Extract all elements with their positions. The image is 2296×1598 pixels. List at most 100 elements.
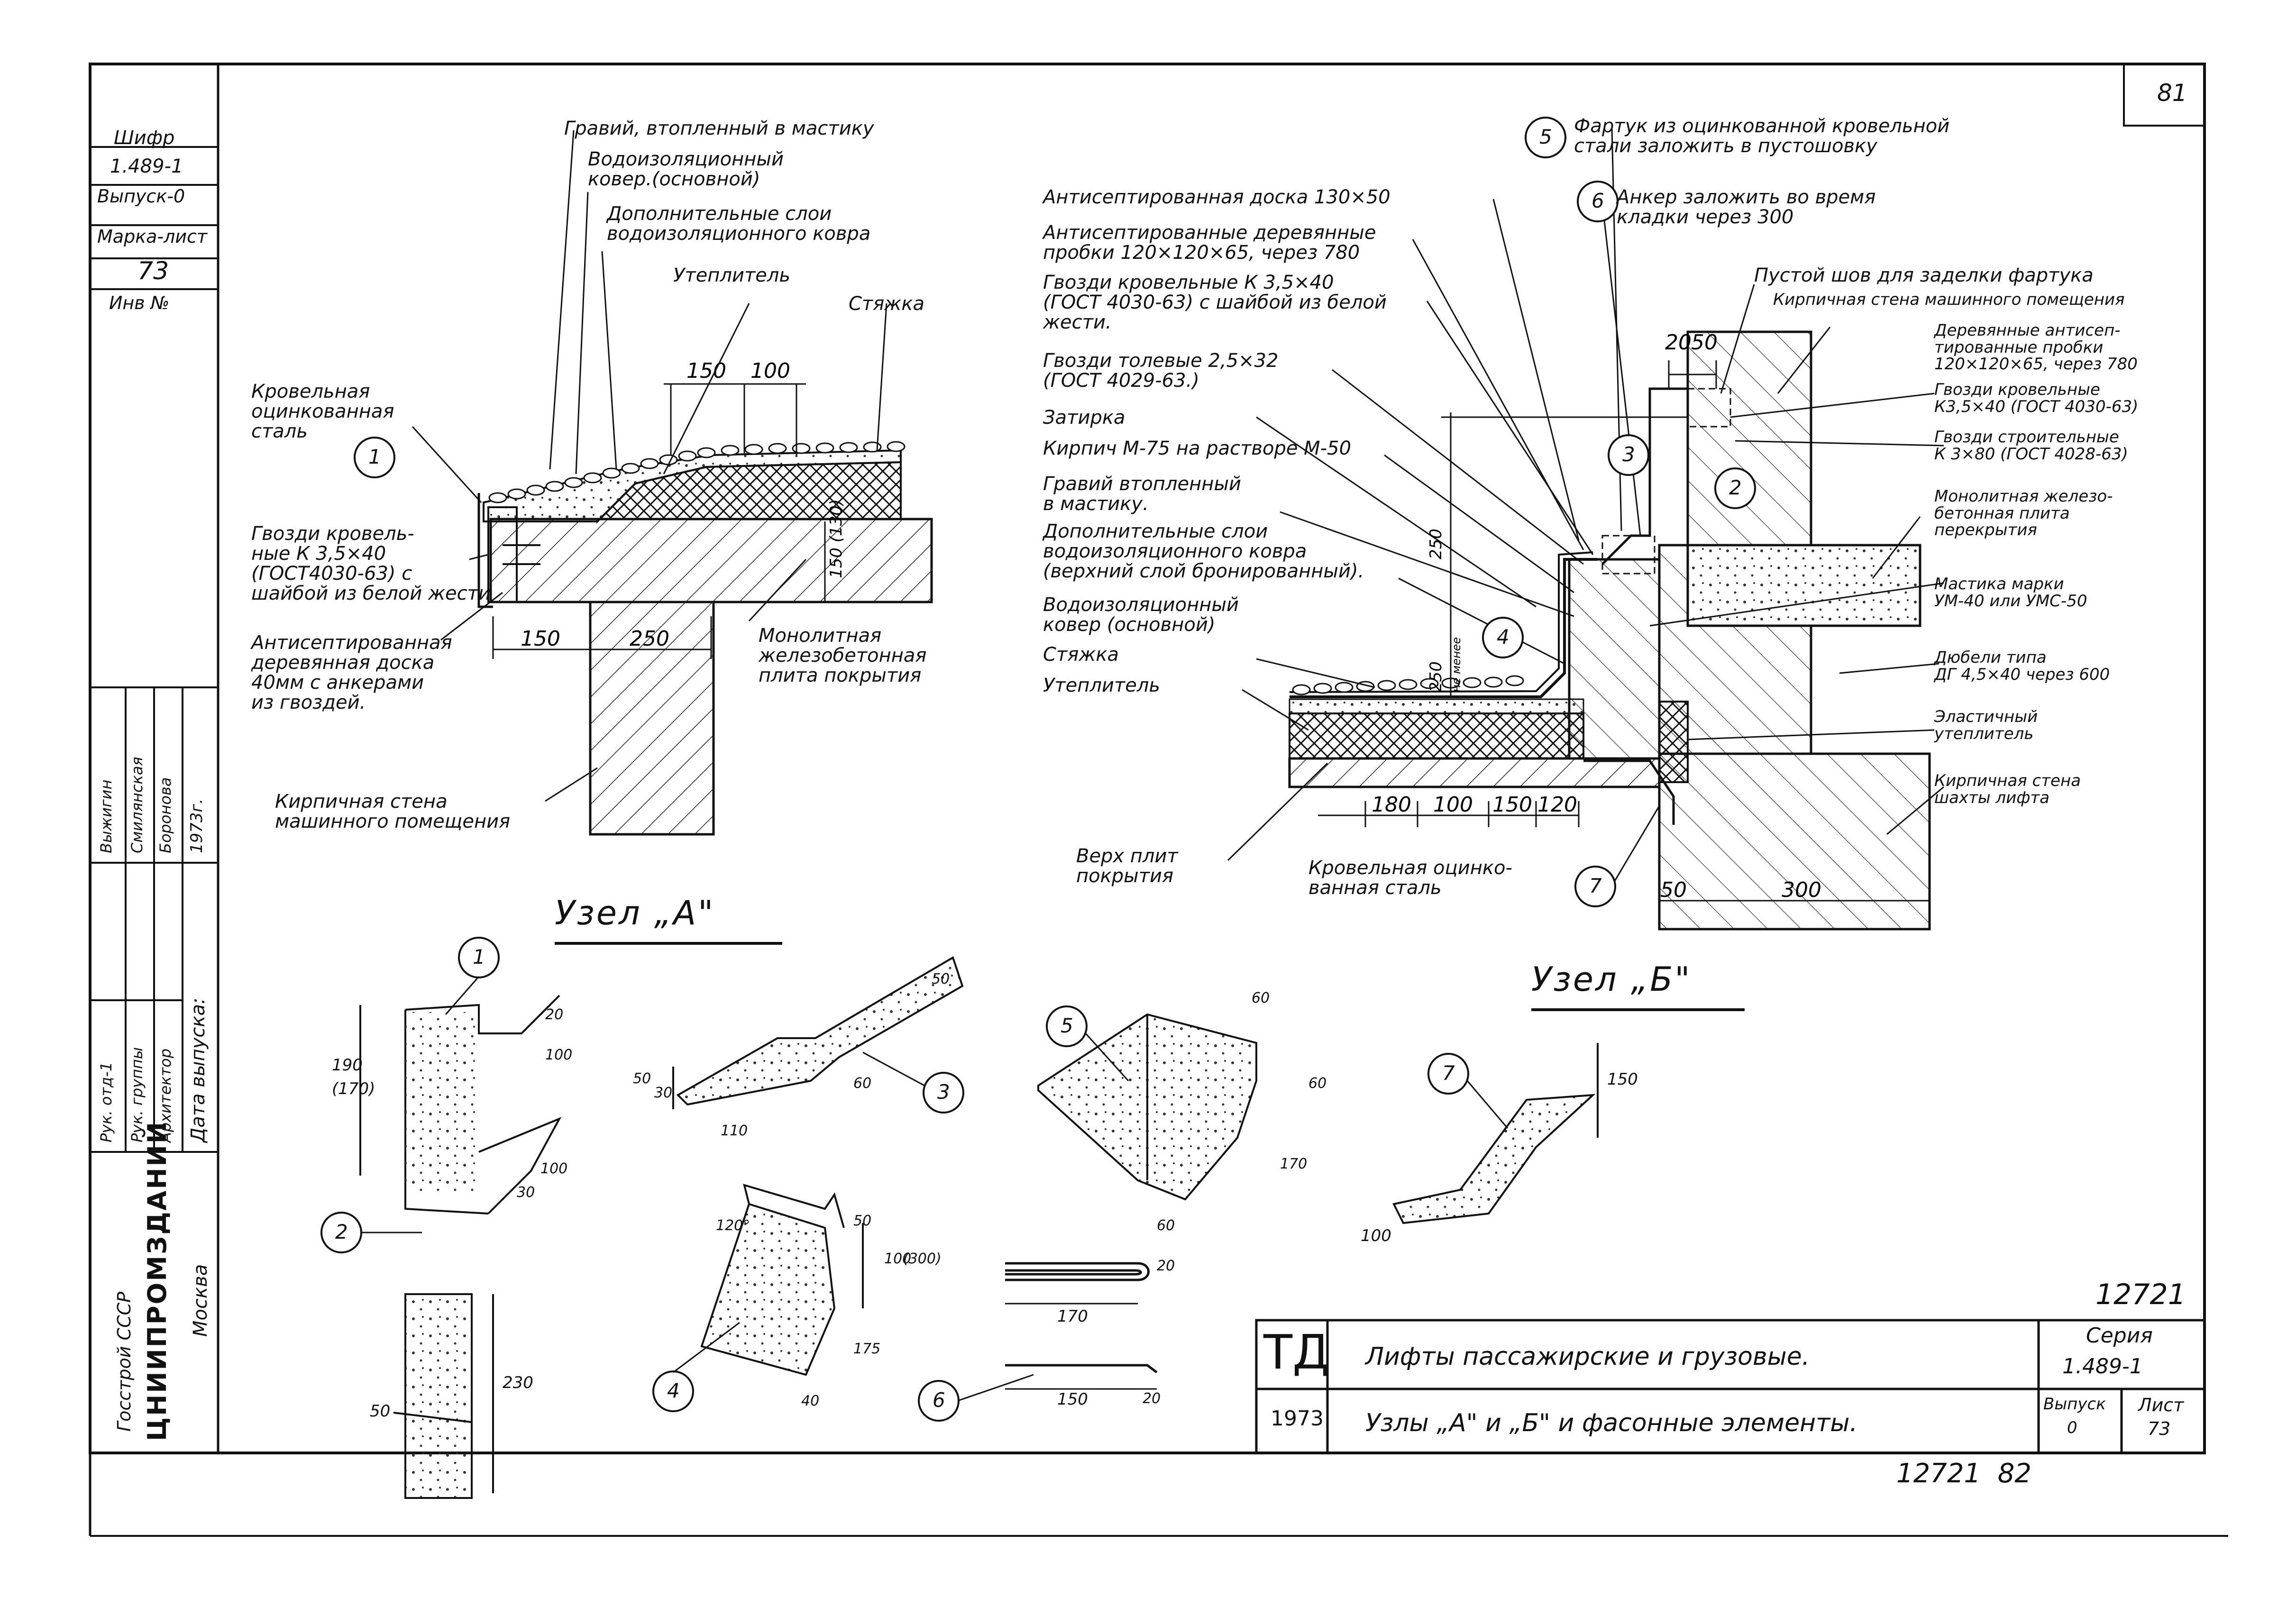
e4-dim-100: 100 <box>884 1251 912 1267</box>
callout-6-node-b: 6 <box>1592 189 1604 212</box>
stamp-date-label: Дата выпуска: <box>187 997 209 1142</box>
node-a-slab-label: Монолитная железобетонная плита покрытия <box>759 625 927 686</box>
e3-dim-30: 30 <box>654 1085 673 1101</box>
stamp-marka-value: 73 <box>137 257 169 285</box>
element-2-drawing <box>393 1293 494 1499</box>
e1-dim-30: 30 <box>517 1184 535 1201</box>
node-a-extra-label: Дополнительные слои водоизоляционного ко… <box>607 203 871 245</box>
node-b-drawing: 20 50 250 250 не менее 180 100 150 120 5… <box>1227 128 1944 931</box>
stamp-vypusk: Выпуск-0 <box>97 186 185 207</box>
e4-dim-40: 40 <box>801 1393 820 1409</box>
e3-dim-50b: 50 <box>633 1070 651 1087</box>
e5-dim-60c: 60 <box>1157 1217 1175 1234</box>
element-4-drawing <box>700 1184 864 1376</box>
node-b-nails-build-label: Гвозди строительные К 3×80 (ГОСТ 4028-63… <box>1934 428 2128 464</box>
title-list-value: 73 <box>2148 1418 2171 1439</box>
e1-dim-170: (170) <box>332 1079 375 1098</box>
title-year: 1973 <box>1271 1406 1324 1431</box>
node-a-wall-label: Кирпичная стена машинного помещения <box>275 791 511 832</box>
node-a-steel-label: Кровельная оцинкованная сталь <box>251 381 394 442</box>
e3-dim-50a: 50 <box>932 971 950 987</box>
e4-dim-50: 50 <box>853 1213 872 1229</box>
stamp-marka-label: Марка-лист <box>97 226 208 247</box>
node-b-carpet-label: Водоизоляционный ковер (основной) <box>1043 594 1239 636</box>
node-b-dim: 150 <box>1492 793 1532 817</box>
node-b-wall-shaft-label: Кирпичная стена шахты лифта <box>1934 771 2081 807</box>
e5-dim-60a: 60 <box>1252 990 1270 1006</box>
node-a-dim: 150 (130) <box>827 499 846 578</box>
stamp-role-1: Рук. отд-1 <box>97 1061 115 1142</box>
node-a-dim: 100 <box>750 359 790 383</box>
stamp-role-3: Архитектор <box>156 1048 174 1142</box>
callout-2-node-b: 2 <box>1729 476 1742 499</box>
node-b-brick-label: Кирпич М-75 на растворе М-50 <box>1043 438 1352 459</box>
node-b-screed-label: Стяжка <box>1043 644 1119 666</box>
stamp-name-2: Смилянская <box>128 757 146 853</box>
element-1-drawing <box>359 995 562 1214</box>
element-5-drawing <box>1037 1013 1257 1201</box>
node-b-board-label: Антисептированная доска 130×50 <box>1043 186 1390 208</box>
title-line-1: Лифты пассажирские и грузовые. <box>1365 1342 1810 1371</box>
node-b-nails-r-label: Гвозди кровельные К3,5×40 (ГОСТ 4030-63) <box>1934 380 2139 416</box>
node-a-drawing: 150 100 150 250 150 (130) <box>412 130 933 836</box>
node-b-dim: 120 <box>1537 793 1577 817</box>
callout-1-node-a: 1 <box>368 445 381 468</box>
node-b-dim: 50 <box>1691 330 1718 355</box>
e6a-dim-20: 20 <box>1157 1258 1175 1274</box>
node-a-board-label: Антисептированная деревянная доска 40мм … <box>251 632 452 713</box>
e7-dim-150: 150 <box>1607 1070 1638 1089</box>
callouts <box>320 117 1756 1422</box>
title-vypusk-value: 0 <box>2067 1418 2077 1437</box>
node-b-slab-r-label: Монолитная железо- бетонная плита перекр… <box>1934 487 2113 540</box>
node-b-plugs-r-label: Деревянные антисеп- тированные пробки 12… <box>1934 321 2138 374</box>
node-a-dim: 150 <box>521 627 560 651</box>
title-logo: ТД <box>1263 1324 1330 1380</box>
stamp-shifr-label: Шифр <box>114 127 175 149</box>
element-3-drawing <box>672 956 964 1109</box>
left-stamp-grid <box>90 146 218 1153</box>
node-b-plugs-label: Антисептированные деревянные пробки 120×… <box>1043 222 1376 264</box>
title-block-grid <box>1255 1319 2206 1454</box>
page-number: 81 <box>2157 79 2187 107</box>
e2-dim-50: 50 <box>370 1402 391 1421</box>
node-a-gravel-label: Гравий, втопленный в мастику <box>564 118 874 139</box>
callout-7-node-b: 7 <box>1589 874 1602 897</box>
e2-dim-230: 230 <box>503 1373 533 1392</box>
node-a-dim: 250 <box>630 627 669 651</box>
stamp-org-2: ЦНИИПРОМЗДАНИЙ <box>142 1121 172 1441</box>
node-b-extra-label: Дополнительные слои водоизоляционного ко… <box>1043 520 1364 582</box>
stamp-name-1: Выжигин <box>97 779 115 853</box>
e1-dim-20: 20 <box>545 1006 564 1023</box>
node-b-anchor-label: Анкер заложить во время кладки через 300 <box>1617 186 1876 228</box>
e3-dim-110: 110 <box>721 1123 748 1139</box>
e3-dim-60: 60 <box>853 1075 872 1092</box>
callout-6-element: 6 <box>933 1388 945 1412</box>
callout-2-element: 2 <box>335 1220 348 1243</box>
stamp-org-3: Москва <box>190 1264 211 1337</box>
node-b-wall-machine-label: Кирпичная стена машинного помещения <box>1773 290 2125 309</box>
callout-7-element: 7 <box>1442 1061 1455 1085</box>
stamp-bottom: 12721 82 <box>1896 1458 2032 1489</box>
node-b-steel-label: Кровельная оцинко- ванная сталь <box>1308 857 1512 899</box>
e4-dim-300: (300) <box>903 1251 942 1267</box>
node-b-nails-roof-label: Гвозди кровельные К 3,5×40 (ГОСТ 4030-63… <box>1043 272 1387 333</box>
callout-1-element: 1 <box>473 945 485 968</box>
callout-4-element: 4 <box>667 1379 680 1402</box>
node-b-dim: не менее <box>1450 637 1463 692</box>
title-seria-label: Серия <box>2086 1324 2153 1348</box>
node-b-nails-tar-label: Гвозди толевые 2,5×32 (ГОСТ 4029-63.) <box>1043 350 1279 392</box>
node-b-dim: 50 <box>1660 878 1687 902</box>
node-b-mastic-label: Мастика марки УМ-40 или УМС-50 <box>1934 575 2087 611</box>
node-b-heading: Узел „Б" <box>1531 960 1692 999</box>
e1-dim-100a: 100 <box>545 1047 573 1063</box>
callout-5-node-b: 5 <box>1539 125 1552 148</box>
e1-dim-190: 190 <box>332 1056 363 1075</box>
e7-dim-100: 100 <box>1361 1226 1391 1245</box>
node-b-top-label: Верх плит покрытия <box>1076 845 1178 887</box>
e1-dim-100b: 100 <box>540 1160 568 1177</box>
node-b-apron-label: Фартук из оцинкованной кровельной стали … <box>1574 115 1950 157</box>
stamp-shifr-value: 1.489-1 <box>110 155 183 177</box>
title-line-2: Узлы „А" и „Б" и фасонные элементы. <box>1365 1409 1857 1437</box>
callout-3-node-b: 3 <box>1622 443 1635 466</box>
